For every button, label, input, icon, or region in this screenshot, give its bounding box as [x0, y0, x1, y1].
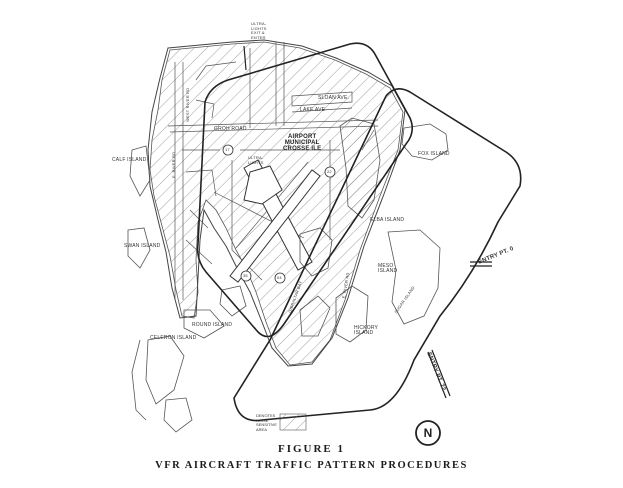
runway-35-label: 35 [243, 273, 248, 278]
ultralights-exit-label: ULTRA- LIGHTS EXIT & ENTER [251, 21, 267, 40]
legend-line-2: NOISE [256, 417, 269, 423]
meso-island-label: MESO ISLAND [378, 263, 398, 274]
lake-ave-label: LAKE AVE [300, 107, 326, 113]
airport-runways [229, 159, 321, 283]
airport-label: AIRPORT MUNICIPAL CROSSE ILE [283, 134, 321, 152]
airport-line-3: CROSSE ILE [283, 146, 322, 152]
pattern-runway-17-35 [196, 42, 414, 338]
e-river-rd-label: E. RIVER RD [171, 151, 176, 178]
elba-island-label: ELBA ISLAND [370, 217, 405, 223]
figure-caption: VFR AIRCRAFT TRAFFIC PATTERN PROCEDURES [155, 460, 468, 471]
islands [127, 117, 449, 433]
main-island-outline [147, 39, 406, 367]
ultralights-exit-line-2: LIGHTS [251, 25, 267, 31]
ultralights-exit-line-1: ULTRA- [251, 21, 267, 26]
ultralights-exit-line-3: EXIT & [251, 30, 265, 35]
pattern-runway-04-22 [233, 88, 522, 422]
legend-text: DENOTES NOISE SENSITIVE AREA [256, 413, 277, 432]
airport-line-2: MUNICIPAL [284, 140, 320, 146]
legend-line-4: AREA [256, 426, 267, 432]
airport-line-1: AIRPORT [287, 134, 317, 140]
runway-markers [222, 144, 336, 284]
runway-22-label: 22 [327, 169, 332, 174]
sloan-ave-label: SLOAN AVE. [318, 95, 350, 101]
fox-island-label: FOX ISLAND [418, 151, 450, 157]
swan-island-label: SWAN ISLAND [124, 243, 161, 249]
ultralights-label: ULTRA- LIGHTS [248, 155, 264, 165]
traffic-pattern-boundaries [196, 42, 522, 422]
round-island-label: ROUND ISLAND [192, 322, 233, 328]
legend-line-1: DENOTES [256, 413, 276, 418]
west-river-rd-label: WEST RIVER RD [185, 87, 190, 122]
legend [279, 413, 307, 431]
north-arrow [415, 420, 441, 446]
figure-label: FIGURE 1 [277, 443, 346, 455]
ultralights-exit-line-4: ENTER [251, 34, 266, 40]
celeron-island-label: CELERON ISLAND [150, 335, 197, 341]
calf-island-label: CALF ISLAND [112, 157, 147, 163]
legend-line-3: SENSITIVE [256, 422, 277, 427]
runway-04-label: 04 [277, 275, 282, 280]
ultralights-line-1: ULTRA- [248, 155, 264, 160]
entry-lines [243, 45, 492, 399]
ultralights-line-2: LIGHTS [248, 159, 264, 165]
runway-17-label: 17 [225, 147, 230, 152]
hickory-island-label: HICKORY ISLAND [354, 325, 379, 336]
groh-road-label: GROH ROAD [214, 126, 247, 132]
north-arrow-letter: N [423, 426, 433, 440]
